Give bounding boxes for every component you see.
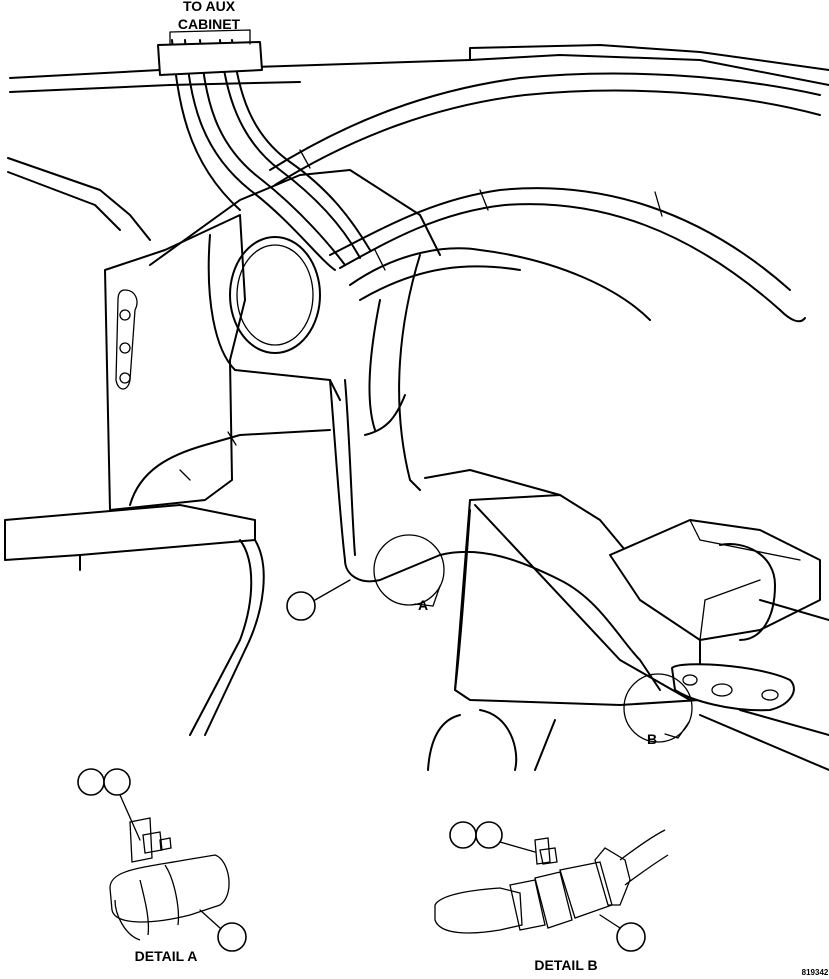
to-aux-label-line2: CABINET: [178, 16, 241, 32]
detail-b-circle: [623, 673, 693, 743]
detail-a-title: DETAIL A: [135, 948, 198, 964]
callout-detail-b-2: [475, 821, 503, 849]
cable-harness: [129, 29, 829, 691]
detail-a-marker: A: [418, 597, 428, 613]
callout-detail-a-1: [77, 768, 105, 796]
callout-detail-b-1: [449, 821, 477, 849]
detail-a-circle: [373, 534, 445, 606]
vehicle-frame: [4, 44, 829, 771]
detail-a-drawing: [109, 794, 230, 941]
detail-b-title: DETAIL B: [534, 957, 597, 973]
detail-indicators: [373, 534, 693, 743]
callout-main: [286, 591, 316, 621]
callout-detail-a-3: [217, 922, 247, 952]
callout-detail-b-3: [616, 922, 646, 952]
callout-detail-a-2: [103, 768, 131, 796]
to-aux-label-line1: TO AUX: [183, 0, 236, 14]
figure-id: 819342: [802, 968, 829, 977]
detail-b-drawing: [434, 829, 669, 934]
callout-bubbles: [77, 591, 646, 952]
detail-b-marker: B: [647, 731, 657, 747]
